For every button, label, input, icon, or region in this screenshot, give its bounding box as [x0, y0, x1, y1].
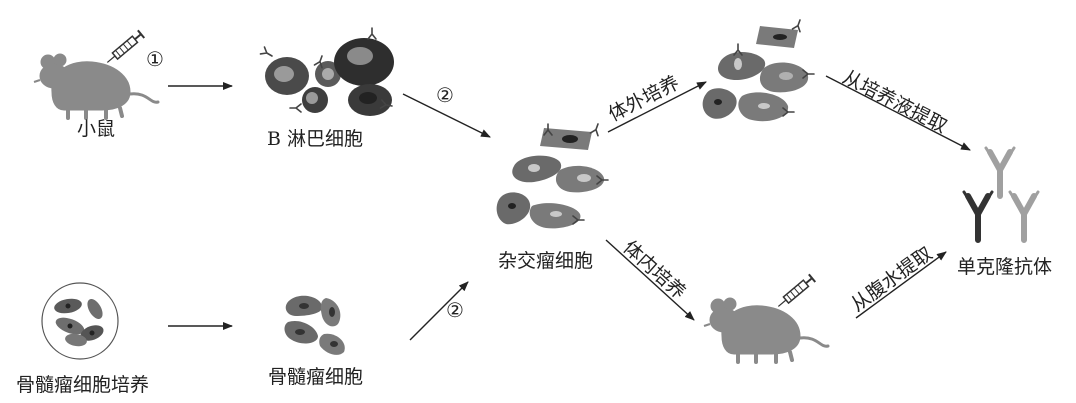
antibody-icon: [964, 192, 992, 240]
label-hybridoma: 杂交瘤细胞: [498, 250, 594, 272]
label-b-cells: B 淋巴细胞: [267, 128, 364, 150]
step-2-bottom-marker: ②: [446, 298, 464, 322]
mouse-2-illustration: [702, 273, 830, 364]
step-1-marker: ①: [146, 47, 164, 71]
mouse-illustration: [32, 29, 160, 120]
label-myeloma-culture: 骨髓瘤细胞培养: [16, 374, 150, 396]
label-myeloma-cells: 骨髓瘤细胞: [268, 366, 364, 388]
syringe-icon: [774, 273, 817, 312]
arrow-from-ascites: [855, 251, 947, 319]
step-2-top-marker: ②: [436, 83, 454, 107]
b-cells-illustration: [259, 27, 394, 116]
arrow-in-vivo: [605, 239, 695, 321]
label-mouse: 小鼠: [77, 118, 116, 140]
antibody-icon: [1010, 192, 1038, 240]
syringe-icon: [103, 29, 146, 68]
mouse-icon: [32, 52, 160, 120]
cultured-cells-illustration: [702, 17, 815, 122]
antibody-icon: [986, 148, 1014, 196]
arrow-myeloma-to-hybridoma: [409, 281, 469, 341]
label-monoclonal-antibody: 单克隆抗体: [957, 256, 1053, 278]
arrow-b-cells-to-hybridoma: [402, 93, 491, 138]
hybridoma-cells-illustration: [496, 121, 609, 229]
myeloma-cells-illustration: [284, 295, 345, 355]
myeloma-culture-dish: [41, 282, 119, 360]
mouse-icon: [702, 296, 830, 364]
arrow-in-vitro: [607, 81, 707, 133]
arrow-from-medium: [825, 75, 971, 151]
monoclonal-antibody-illustration: [964, 148, 1038, 240]
